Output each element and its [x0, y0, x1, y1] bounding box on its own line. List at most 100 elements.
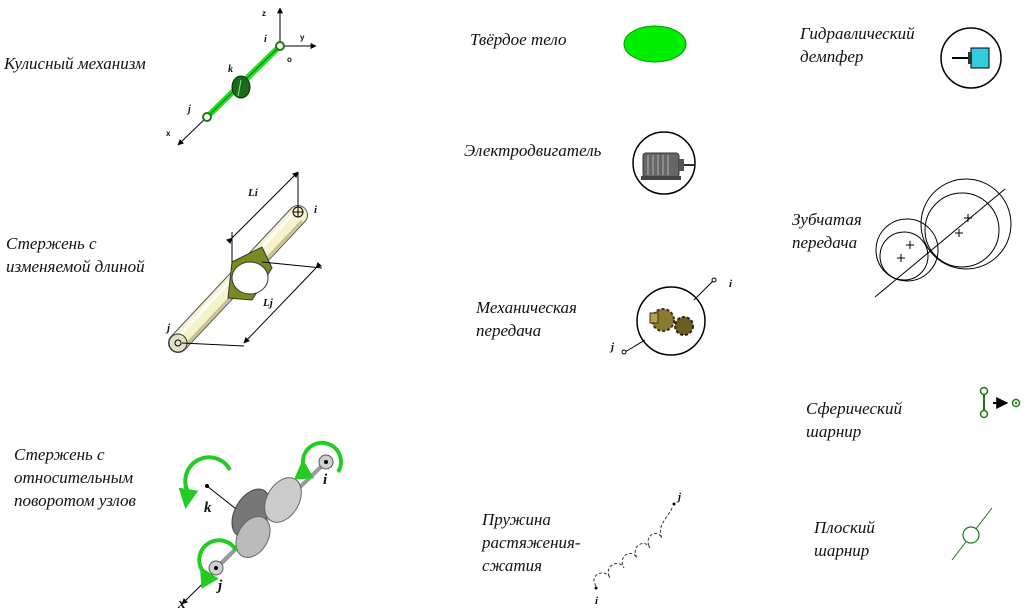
gear-icon [674, 316, 694, 336]
node-j [202, 112, 212, 122]
kulisny-mechanism-drawing: z y x o i k j [166, 7, 317, 146]
label-line: Стержень с [6, 234, 97, 253]
label-line: передача [476, 321, 542, 340]
mark-i: i [264, 34, 267, 45]
mark-i: i [595, 595, 599, 607]
mech-transmission-drawing: i j [609, 277, 733, 356]
gear-hub [649, 312, 659, 324]
label-line: относительным [14, 468, 134, 487]
gear-center-mark [964, 214, 972, 222]
label-line: Пружина [482, 510, 551, 529]
node-j [174, 339, 182, 347]
label-line: Стержень с [14, 445, 105, 464]
label-line: Механическая [476, 298, 577, 317]
gear-circle-large-outer [920, 178, 1012, 270]
label-pruzhina: Пружина растяжения- сжатия [482, 508, 581, 577]
disc-lower [235, 516, 271, 558]
label-line: передача [792, 233, 858, 252]
node-i [275, 41, 285, 51]
label-elektrodvigatel: Электродвигатель [464, 139, 601, 162]
spherical-joint-drawing [979, 386, 1021, 419]
label-plosky-sharnir: Плоский шарнир [814, 516, 875, 562]
y-axis-label: y [300, 33, 305, 42]
sterzhen-dlina-drawing: Li Lj i j [165, 171, 323, 353]
label-kulisny-mechanism: Кулисный механизм [4, 52, 146, 75]
label-sterzhen-povorot: Стержень с относительным поворотом узлов [14, 443, 136, 512]
mark-i: i [729, 278, 733, 290]
solid-body-ellipse [623, 25, 687, 63]
mark-i: i [323, 472, 328, 488]
mark-k: k [228, 64, 233, 75]
joint-node-top [979, 386, 989, 396]
motor-base [641, 176, 681, 180]
label-mekh-peredacha: Механическая передача [476, 296, 577, 342]
x-axis-label: x [166, 129, 171, 138]
label-line: Плоский [814, 518, 875, 537]
label-tverdoe-telo: Твёрдое тело [470, 28, 566, 51]
gear-center-mark [906, 241, 914, 249]
mark-j: j [609, 341, 615, 353]
gear-center-line [874, 188, 1006, 298]
end-node-i-dot [324, 460, 328, 464]
rotation-arrow-j [197, 538, 238, 589]
label-line: шарнир [806, 422, 862, 441]
motor-endcap [679, 159, 684, 171]
label-line: Кулисный механизм [4, 54, 146, 73]
mark-k: k [204, 500, 212, 516]
slider-highlight [237, 79, 242, 97]
node-j [672, 502, 676, 506]
sterzhen-povorot-drawing: k i j x [177, 440, 343, 612]
cutout-opening [231, 261, 269, 295]
spring-drawing: j i [593, 491, 682, 607]
gear-transmission-drawing [874, 178, 1012, 298]
end-node-j-dot [214, 566, 218, 570]
lead-j [624, 339, 646, 353]
joint-node-bottom [979, 409, 989, 419]
label-line: Твёрдое тело [470, 30, 567, 49]
mark-lj: Lj [262, 297, 274, 309]
z-axis-label: z [262, 9, 266, 18]
rotation-arrow-i [293, 440, 343, 480]
spring-coil [593, 505, 674, 587]
dimension-li [226, 171, 299, 244]
mark-j: j [676, 491, 682, 503]
slider-block [231, 75, 251, 99]
label-line: Сферический [806, 399, 902, 418]
label-zubchataya: Зубчатая передача [792, 208, 862, 254]
mark-li: Li [247, 187, 259, 199]
node-i [711, 277, 717, 283]
electromotor-drawing [632, 131, 696, 195]
label-line: Гидравлический [800, 24, 915, 43]
node-i [594, 586, 598, 590]
gear-center-mark [897, 254, 905, 262]
label-line: изменяемой длиной [6, 257, 145, 276]
label-line: Электродвигатель [464, 141, 602, 160]
damper-cylinder [970, 47, 990, 69]
mark-j: j [216, 578, 223, 594]
mark-j: j [186, 104, 191, 115]
mark-j: j [165, 322, 171, 334]
joint-circle [962, 526, 980, 544]
label-gidro-dempfer: Гидравлический демпфер [800, 22, 915, 68]
mark-i: i [314, 204, 318, 216]
label-line: поворотом узлов [14, 491, 136, 510]
label-line: Зубчатая [792, 210, 862, 229]
origin-label: o [287, 55, 292, 64]
hydraulic-damper-drawing [940, 27, 1002, 89]
label-sfer-sharnir: Сферический шарнир [806, 397, 902, 443]
lead-i [693, 280, 714, 301]
gear-circle-small-outer [879, 231, 929, 281]
node-k [205, 484, 209, 488]
label-line: растяжения- [482, 533, 581, 552]
label-sterzhen-dlina: Стержень с изменяемой длиной [6, 232, 145, 278]
label-line: сжатия [482, 556, 543, 575]
label-line: демпфер [800, 47, 864, 66]
ext-line-lj-bottom [181, 342, 245, 347]
node-j [621, 349, 627, 355]
planar-joint-drawing [951, 507, 993, 561]
mark-x: x [177, 596, 186, 612]
damper-piston [968, 52, 972, 64]
label-line: шарнир [814, 541, 870, 560]
